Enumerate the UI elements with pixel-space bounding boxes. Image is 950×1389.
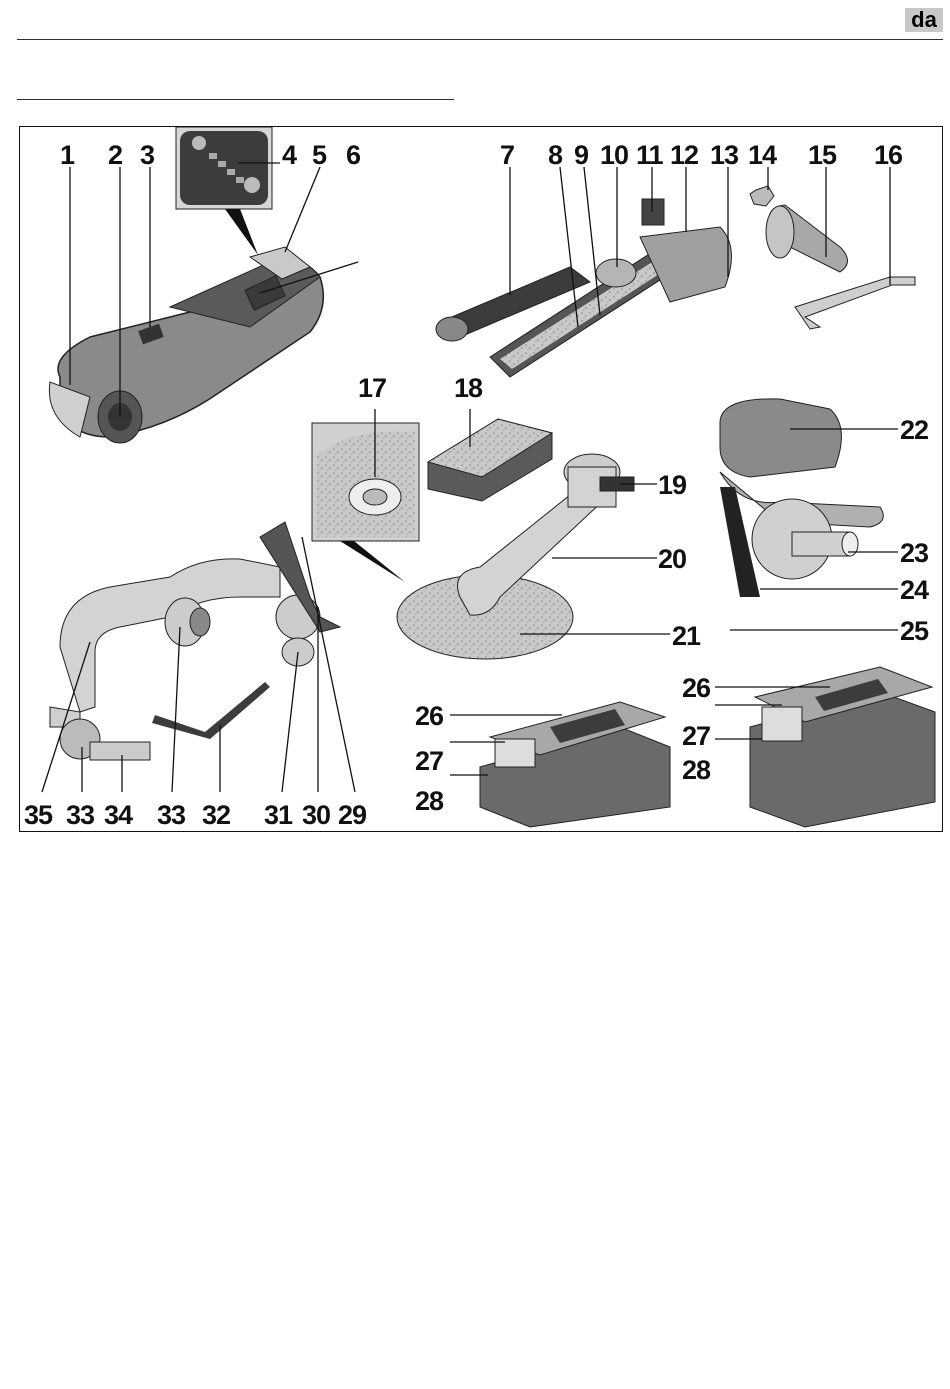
callout-27a: 27 bbox=[415, 746, 443, 776]
callout-18: 18 bbox=[454, 373, 483, 403]
battery-pack-small-illustration bbox=[480, 702, 670, 827]
callout-24: 24 bbox=[900, 575, 929, 605]
callout-17: 17 bbox=[358, 373, 386, 403]
product-overview-figure: 1 2 3 4 5 6 7 8 9 10 11 12 13 14 15 16 1… bbox=[19, 126, 943, 832]
battery-pack-large-illustration bbox=[750, 667, 935, 827]
callout-21: 21 bbox=[672, 621, 701, 651]
callout-6: 6 bbox=[346, 140, 361, 170]
callout-29: 29 bbox=[338, 800, 367, 830]
callout-26a: 26 bbox=[415, 701, 444, 731]
callout-3: 3 bbox=[140, 140, 155, 170]
callout-4: 4 bbox=[282, 140, 297, 170]
language-badge: da bbox=[905, 8, 943, 32]
callout-2: 2 bbox=[108, 140, 122, 170]
callout-33a: 33 bbox=[157, 800, 186, 830]
callout-19: 19 bbox=[658, 470, 687, 500]
pipe-sander-arm-illustration bbox=[50, 522, 340, 760]
callout-12: 12 bbox=[670, 140, 698, 170]
section-heading-rule bbox=[17, 99, 454, 100]
callout-1: 1 bbox=[60, 140, 75, 170]
callout-8: 8 bbox=[548, 140, 563, 170]
callout-33b: 33 bbox=[66, 800, 95, 830]
callout-32: 32 bbox=[202, 800, 230, 830]
callout-25: 25 bbox=[900, 616, 929, 646]
callout-35: 35 bbox=[24, 800, 53, 830]
callout-28a: 28 bbox=[415, 786, 444, 816]
callout-30: 30 bbox=[302, 800, 330, 830]
callout-23: 23 bbox=[900, 538, 929, 568]
callout-11: 11 bbox=[636, 140, 664, 170]
callout-22: 22 bbox=[900, 415, 928, 445]
callout-31: 31 bbox=[264, 800, 293, 830]
exploded-parts-illustration: 1 2 3 4 5 6 7 8 9 10 11 12 13 14 15 16 1… bbox=[20, 127, 944, 833]
callout-20: 20 bbox=[658, 544, 686, 574]
callout-13: 13 bbox=[710, 140, 739, 170]
header-rule bbox=[17, 39, 943, 40]
callout-9: 9 bbox=[574, 140, 589, 170]
callout-26b: 26 bbox=[682, 673, 711, 703]
callout-27b: 27 bbox=[682, 721, 710, 751]
callout-10: 10 bbox=[600, 140, 628, 170]
callout-5: 5 bbox=[312, 140, 327, 170]
belt-sander-attachment-illustration bbox=[436, 186, 915, 377]
callout-28b: 28 bbox=[682, 755, 711, 785]
callout-7: 7 bbox=[500, 140, 514, 170]
callout-34: 34 bbox=[104, 800, 133, 830]
callout-15: 15 bbox=[808, 140, 837, 170]
angle-grinder-illustration bbox=[49, 127, 323, 443]
callout-16: 16 bbox=[874, 140, 903, 170]
callout-14: 14 bbox=[748, 140, 777, 170]
